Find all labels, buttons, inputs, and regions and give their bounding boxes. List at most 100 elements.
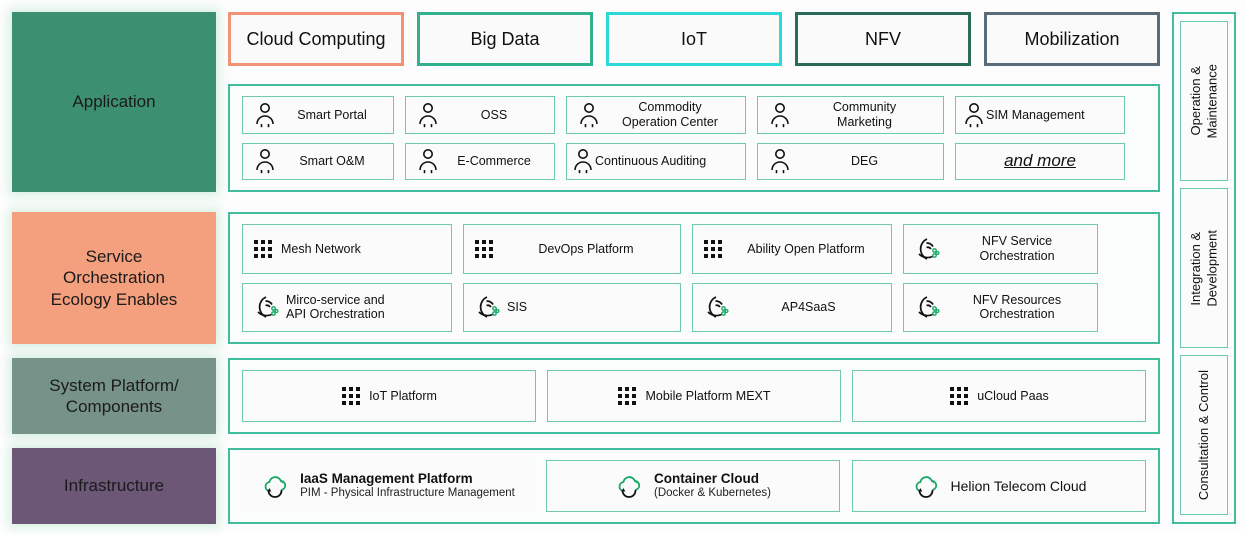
card-label: and more (1004, 151, 1076, 171)
card-smart-om[interactable]: Smart O&M (242, 142, 394, 180)
layer-label-text: Infrastructure (63, 476, 165, 496)
application-card-grid: Smart Portal OSS (242, 96, 1146, 180)
sidebar-item-consultation-control[interactable]: Consultation & Control (1180, 355, 1228, 515)
tab-label: NFV (865, 28, 901, 49)
application-layer-panel: Smart Portal OSS (228, 84, 1160, 192)
sidebar-item-label: Operation & Maintenance (1187, 63, 1219, 139)
orchestration-icon (253, 295, 279, 319)
card-label: IoT Platform (369, 388, 437, 403)
card-text: Container Cloud (Docker & Kubernetes) (654, 471, 771, 501)
orchestration-icon (703, 295, 729, 319)
infrastructure-layer-panel: IaaS Management Platform PIM - Physical … (228, 448, 1160, 524)
card-label: Mesh Network (281, 241, 361, 256)
dot-grid-icon (949, 386, 969, 406)
card-label: Smart Portal (297, 107, 367, 122)
card-helion-telecom-cloud[interactable]: Helion Telecom Cloud (852, 460, 1146, 512)
card-community-marketing[interactable]: Community Marketing (757, 96, 944, 134)
person-icon (416, 102, 440, 128)
person-icon (577, 102, 601, 128)
technology-tab-strip: Cloud Computing Big Data IoT NFV Mobiliz… (228, 12, 1160, 66)
card-mobile-platform-mext[interactable]: Mobile Platform MEXT (547, 370, 841, 422)
card-mesh-network[interactable]: Mesh Network (242, 224, 452, 274)
card-container-cloud[interactable]: Container Cloud (Docker & Kubernetes) (546, 460, 840, 512)
card-title: Container Cloud (654, 471, 760, 486)
card-iaas-management-platform[interactable]: IaaS Management Platform PIM - Physical … (242, 460, 534, 512)
system-platform-layer-panel: IoT Platform Mobile Platform MEXT uCloud… (228, 358, 1160, 434)
layer-label-service-orchestration: Service Orchestration Ecology Enables (12, 212, 216, 344)
card-label: AP4SaaS (781, 300, 836, 315)
sidebar-item-integration-development[interactable]: Integration & Development (1180, 188, 1228, 348)
person-icon (253, 148, 277, 174)
card-e-commerce[interactable]: E-Commerce (405, 142, 555, 180)
card-label: Mobile Platform MEXT (645, 388, 771, 403)
service-card-grid: Mesh Network DevOps Platform Ability Ope… (242, 224, 1146, 332)
tab-cloud-computing[interactable]: Cloud Computing (228, 12, 404, 66)
card-ap4saas[interactable]: AP4SaaS (692, 282, 892, 332)
card-ability-open-platform[interactable]: Ability Open Platform (692, 224, 892, 274)
card-label: Community Marketing (832, 100, 897, 129)
card-micro-service-api-orchestration[interactable]: Mirco-service and API Orchestration (242, 282, 452, 332)
dot-grid-icon (341, 386, 361, 406)
card-and-more[interactable]: and more (955, 142, 1125, 180)
lifecycle-sidebar: Operation & Maintenance Integration & De… (1172, 12, 1236, 524)
layer-label-text: Application (72, 92, 156, 112)
sidebar-item-label: Consultation & Control (1195, 369, 1211, 501)
orchestration-icon (914, 237, 940, 261)
card-label: E-Commerce (457, 154, 531, 169)
card-commodity-operation-center[interactable]: Commodity Operation Center (566, 96, 746, 134)
sidebar-item-operation-maintenance[interactable]: Operation & Maintenance (1180, 21, 1228, 181)
infrastructure-card-row: IaaS Management Platform PIM - Physical … (242, 460, 1146, 512)
application-card-row: Smart O&M E-Commerce (242, 142, 1146, 180)
application-card-row: Smart Portal OSS (242, 96, 1146, 134)
card-label: DEG (850, 154, 879, 169)
card-text: Helion Telecom Cloud (951, 478, 1087, 494)
card-ucloud-paas[interactable]: uCloud Paas (852, 370, 1146, 422)
card-label: Ability Open Platform (747, 241, 865, 256)
tab-big-data[interactable]: Big Data (417, 12, 593, 66)
dot-grid-icon (617, 386, 637, 406)
card-smart-portal[interactable]: Smart Portal (242, 96, 394, 134)
card-subtitle: (Docker & Kubernetes) (654, 487, 771, 500)
card-iot-platform[interactable]: IoT Platform (242, 370, 536, 422)
service-card-row: Mesh Network DevOps Platform Ability Ope… (242, 224, 1146, 274)
card-label: SIS (507, 300, 528, 315)
tab-iot[interactable]: IoT (606, 12, 782, 66)
system-card-row: IoT Platform Mobile Platform MEXT uCloud… (242, 370, 1146, 422)
tab-mobilization[interactable]: Mobilization (984, 12, 1160, 66)
card-label: NFV Service Orchestration (979, 234, 1055, 263)
card-label: Smart O&M (299, 154, 365, 169)
card-nfv-resources-orchestration[interactable]: NFV Resources Orchestration (903, 282, 1098, 332)
card-deg[interactable]: DEG (757, 142, 944, 180)
tab-label: Cloud Computing (246, 28, 386, 49)
dot-grid-icon (703, 239, 723, 259)
person-icon (768, 102, 792, 128)
card-label: Mirco-service and API Orchestration (286, 292, 385, 322)
person-icon (253, 102, 277, 128)
system-card-grid: IoT Platform Mobile Platform MEXT uCloud… (242, 370, 1146, 422)
card-label: DevOps Platform (538, 241, 634, 256)
tab-label: IoT (680, 28, 707, 49)
orchestration-icon (474, 295, 500, 319)
card-label: SIM Management (986, 107, 1085, 122)
person-icon (571, 148, 595, 174)
card-nfv-service-orchestration[interactable]: NFV Service Orchestration (903, 224, 1098, 274)
card-label: Commodity Operation Center (622, 100, 718, 129)
layer-label-application: Application (12, 12, 216, 192)
card-sis[interactable]: SIS (463, 282, 681, 332)
cloud-sync-icon (912, 474, 942, 498)
person-icon (768, 148, 792, 174)
card-continuous-auditing[interactable]: Continuous Auditing (566, 142, 746, 180)
service-orchestration-layer-panel: Mesh Network DevOps Platform Ability Ope… (228, 212, 1160, 344)
service-card-row: Mirco-service and API Orchestration (242, 282, 1146, 332)
layer-label-infrastructure: Infrastructure (12, 448, 216, 524)
orchestration-icon (914, 295, 940, 319)
card-sim-management[interactable]: SIM Management (955, 96, 1125, 134)
tab-nfv[interactable]: NFV (795, 12, 971, 66)
dot-grid-icon (474, 239, 494, 259)
card-label: Continuous Auditing (595, 154, 707, 169)
card-label: uCloud Paas (977, 388, 1049, 403)
card-oss[interactable]: OSS (405, 96, 555, 134)
card-devops-platform[interactable]: DevOps Platform (463, 224, 681, 274)
tab-label: Mobilization (1024, 28, 1120, 49)
card-title: IaaS Management Platform (300, 471, 473, 486)
